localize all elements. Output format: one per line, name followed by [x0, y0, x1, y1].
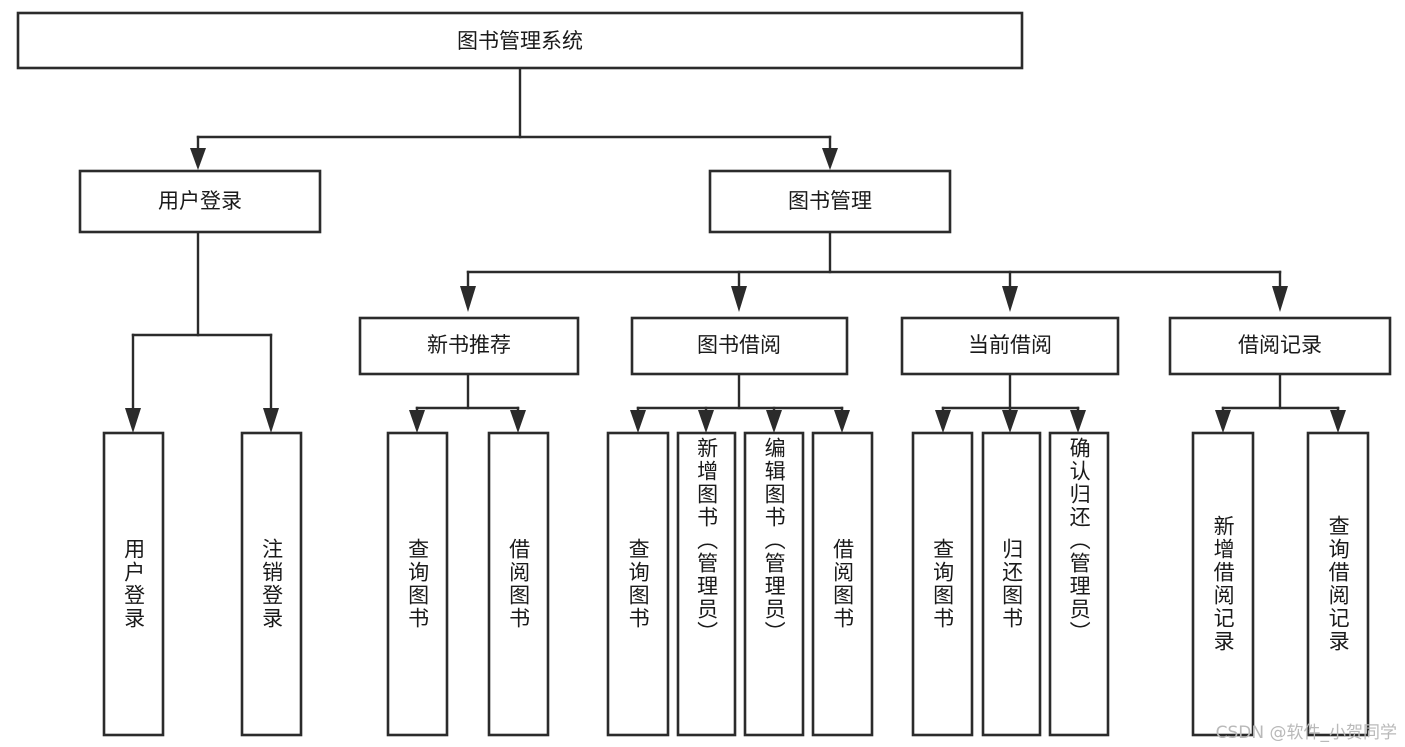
arrow-to-leaf-query-book-3 [935, 410, 951, 433]
node-borrow-record-label: 借阅记录 [1238, 333, 1322, 357]
node-user-login[interactable]: 用户登录 [78, 169, 322, 234]
arrow-root-to-book-management [822, 148, 838, 170]
node-leaf-add-record-box[interactable] [1191, 431, 1255, 737]
node-leaf-confirm-return-box[interactable] [1048, 431, 1110, 737]
node-book-management-label: 图书管理 [788, 189, 872, 213]
arrow-to-leaf-borrow-book-2 [834, 410, 850, 433]
node-borrow-record-box[interactable] [1168, 316, 1392, 376]
arrow-to-current-borrow [1002, 286, 1018, 312]
node-book-borrow[interactable]: 图书借阅 [630, 316, 849, 376]
arrow-to-leaf-return-book [1002, 410, 1018, 433]
node-user-login-box[interactable] [78, 169, 322, 234]
connector-group-book-borrow [630, 372, 850, 433]
node-leaf-logout-login-box[interactable] [240, 431, 303, 737]
node-new-book-recommend-box[interactable] [358, 316, 580, 376]
node-current-borrow-box[interactable] [900, 316, 1120, 376]
node-current-borrow[interactable]: 当前借阅 [900, 316, 1120, 376]
node-new-book-recommend[interactable]: 新书推荐 [358, 316, 580, 376]
node-book-borrow-box[interactable] [630, 316, 849, 376]
arrow-to-leaf-query-record [1330, 410, 1346, 433]
arrow-to-borrow-record [1272, 286, 1288, 312]
node-leaf-return-book-box[interactable] [981, 431, 1042, 737]
arrow-to-leaf-user-login [125, 408, 141, 433]
connector-group-user-login [125, 230, 279, 433]
node-root-label: 图书管理系统 [457, 29, 583, 53]
connector-group-root [190, 66, 838, 170]
connector-group-book-management [460, 230, 1288, 312]
node-leaf-query-book-3-box[interactable] [911, 431, 974, 737]
node-leaf-query-book-2-box[interactable] [606, 431, 670, 737]
csdn-watermark: CSDN @软件_小贺同学 [1215, 723, 1397, 743]
node-root[interactable]: 图书管理系统 [16, 11, 1024, 70]
connector-group-current-borrow [935, 372, 1086, 433]
node-new-book-recommend-label: 新书推荐 [427, 333, 511, 357]
arrow-to-leaf-logout-login [263, 408, 279, 433]
arrow-to-leaf-query-book-2 [630, 410, 646, 433]
arrow-to-leaf-add-record [1215, 410, 1231, 433]
node-book-management[interactable]: 图书管理 [708, 169, 952, 234]
node-leaf-user-login-box[interactable] [102, 431, 165, 737]
arrow-to-leaf-borrow-book-1 [510, 410, 526, 433]
node-current-borrow-label: 当前借阅 [968, 333, 1052, 357]
node-borrow-record[interactable]: 借阅记录 [1168, 316, 1392, 376]
node-book-management-box[interactable] [708, 169, 952, 234]
arrow-to-new-book-recommend [460, 286, 476, 312]
arrow-to-leaf-query-book-1 [409, 410, 425, 433]
node-root-box[interactable] [16, 11, 1024, 70]
node-leaf-edit-book-box[interactable] [743, 431, 805, 737]
arrow-to-book-borrow [731, 286, 747, 312]
arrow-to-leaf-confirm-return [1070, 410, 1086, 433]
node-leaf-query-book-1-box[interactable] [386, 431, 449, 737]
node-leaf-borrow-book-1-box[interactable] [487, 431, 550, 737]
node-leaf-borrow-book-2-box[interactable] [811, 431, 874, 737]
arrow-root-to-user-login [190, 148, 206, 170]
connector-group-new-book-recommend [409, 372, 526, 433]
arrow-to-leaf-add-book [698, 410, 714, 433]
arrow-to-leaf-edit-book [766, 410, 782, 433]
node-book-borrow-label: 图书借阅 [697, 333, 781, 357]
node-leaf-query-record-box[interactable] [1306, 431, 1370, 737]
node-leaf-add-book-box[interactable] [676, 431, 737, 737]
node-user-login-label: 用户登录 [158, 189, 242, 213]
connector-group-borrow-record [1215, 372, 1346, 433]
